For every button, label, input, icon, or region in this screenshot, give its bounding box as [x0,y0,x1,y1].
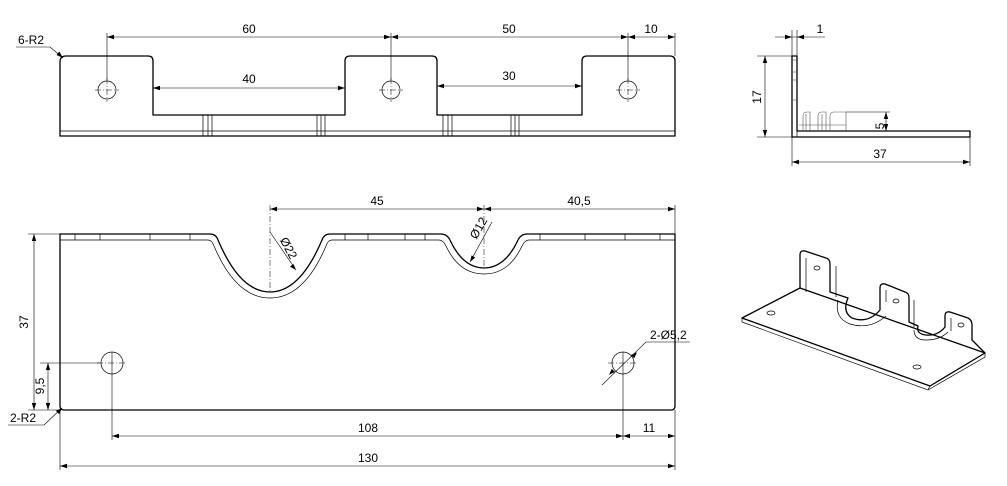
flange-5-label: 5 [873,122,887,129]
dim-arrow [60,463,67,469]
iso-hole [813,265,821,271]
front-view: 60 50 10 40 30 6-R2 [16,22,676,137]
overall-length-label: 130 [358,451,378,465]
iso-base-plate [741,287,986,387]
corner-radius-label: 6-R2 [18,33,44,47]
dim-40-label: 40 [242,72,256,86]
dim-arrow [31,234,37,241]
dim-arrow [668,463,675,469]
dim-60-label: 60 [242,22,256,36]
front-view-hidden-tabs [202,115,520,136]
isometric-view [741,250,986,391]
plan-view-centerlines [97,205,638,364]
hole-offset-label: 9,5 [33,377,47,394]
front-view-outline [59,55,676,137]
iso-base-hole [766,310,776,316]
dim-arrow [391,34,398,40]
hole-spacing-label: 108 [358,421,378,435]
dim-10-label: 10 [644,22,658,36]
dim-arrow [883,112,889,119]
dim-arrow [45,363,51,370]
dim-arrow [290,264,296,270]
plan-view: 45 40,5 Ø22 Ø12 37 9,5 2-Ø5,2 [8,194,690,470]
dim-arrow [628,34,635,40]
iso-hole [957,322,965,328]
height-17-label: 17 [750,90,764,104]
edge-offset-label: 11 [643,421,656,435]
dim-arrow [31,403,37,410]
side-view: 1 17 5 37 [750,22,971,166]
dim-40-5-label: 40,5 [567,194,591,208]
dim-45-label: 45 [370,194,384,208]
front-view-extension-lines [106,33,676,80]
dim-arrow [963,159,970,165]
dim-arrow [621,34,628,40]
iso-base-thickness [741,318,986,391]
iso-cradle-large [836,299,887,327]
dim-arrow [631,352,637,359]
holes-label: 2-Ø5,2 [650,328,687,342]
dim-arrow [668,433,675,439]
thickness-label: 1 [817,22,824,36]
dim-arrow [470,255,476,262]
plan-view-tab-marks [74,234,661,240]
dim-arrow [338,85,345,91]
dim-arrow [56,51,63,58]
iso-front-flange [799,250,986,354]
dim-arrow [668,34,675,40]
iso-base-hole [912,364,922,370]
side-view-hidden-features [792,59,847,131]
side-view-extension-lines [757,30,971,166]
iso-cradle-small [913,329,949,341]
iso-hole [892,298,900,304]
dim-arrow [575,83,582,89]
height-37-label: 37 [17,315,31,329]
width-37-label: 37 [873,147,887,161]
dim-arrow [883,124,889,131]
dim-arrow [270,206,277,212]
dim-arrow [668,206,675,212]
corner-radius-label: 2-R2 [10,411,36,425]
dim-arrow [437,83,444,89]
plan-view-bend-line [60,239,675,299]
plan-view-extension-lines [28,205,676,470]
iso-front-flange-inner [805,258,952,331]
dim-arrow [384,34,391,40]
dia-22-label: Ø22 [277,235,300,262]
dim-arrow [797,34,804,40]
dim-arrow [477,206,484,212]
dim-arrow [785,34,792,40]
dim-50-label: 50 [502,22,516,36]
dim-arrow [55,408,62,415]
holes-leader [601,341,647,386]
dia-22-leader [269,231,297,271]
plan-view-outline [59,233,676,411]
dim-arrow [45,403,51,410]
dim-arrow [792,159,799,165]
dim-arrow [762,130,768,137]
dim-arrow [107,34,114,40]
dim-30-label: 30 [502,69,516,83]
dim-arrow [623,433,630,439]
front-view-centerlines [95,78,640,102]
dim-arrow [484,206,491,212]
dim-arrow [609,368,615,375]
dia-12-label: Ø12 [467,214,491,241]
dia-12-leader [469,221,493,263]
dim-arrow [616,433,623,439]
dim-arrow [112,433,119,439]
dim-arrow [762,56,768,63]
dim-arrow [153,85,160,91]
